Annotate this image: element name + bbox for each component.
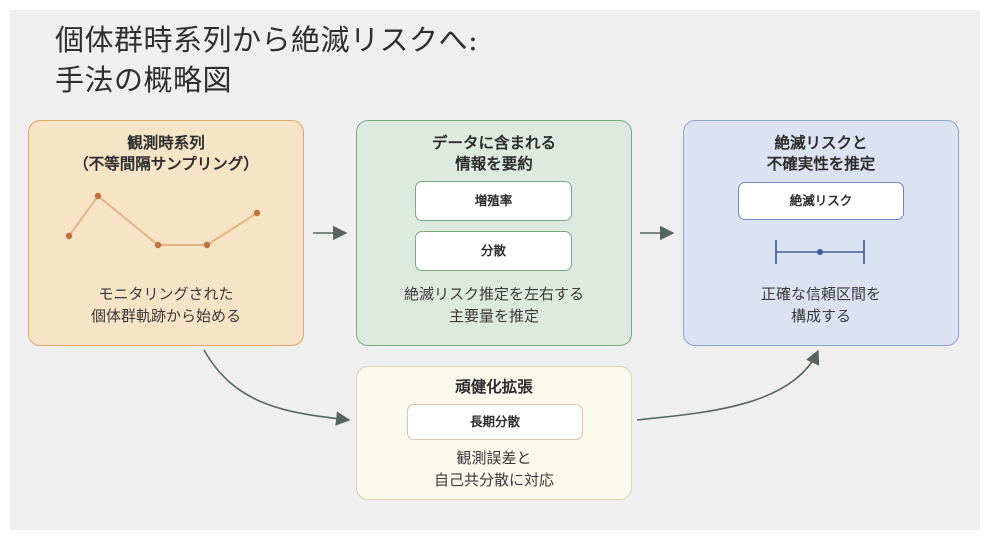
robust-desc-line-2: 自己共分散に対応 <box>433 471 554 489</box>
title-line-2: 手法の概略図 <box>55 63 233 97</box>
observation-desc-line-2: 個体群軌跡から始める <box>90 307 241 325</box>
robust-card-title: 頑健化拡張 <box>455 378 533 396</box>
summary-title-line-1: データに含まれる <box>431 134 556 152</box>
title-line-1: 個体群時系列から絶滅リスクへ: <box>55 23 479 57</box>
confidence-interval-glyph <box>775 240 865 264</box>
extinction-risk-pill: 絶滅リスク <box>738 182 904 220</box>
sparkline-point <box>203 241 211 249</box>
robust-extension-card: 頑健化拡張 長期分散 観測誤差と 自己共分散に対応 <box>356 366 632 500</box>
summary-title-line-2: 情報を要約 <box>455 155 533 173</box>
risk-card-description: 正確な信頼区間を 構成する <box>684 283 958 327</box>
diagram-title: 個体群時系列から絶滅リスクへ: 手法の概略図 <box>55 20 478 100</box>
observation-title-line-1: 観測時系列 <box>127 134 205 152</box>
summary-card-title: データに含まれる 情報を要約 <box>357 133 631 175</box>
risk-card-title: 絶滅リスクと 不確実性を推定 <box>684 133 958 175</box>
summary-desc-line-1: 絶滅リスク推定を左右する <box>403 285 584 303</box>
sparkline-point <box>154 241 162 249</box>
observation-title-line-2: （不等間隔サンプリング） <box>73 155 259 173</box>
arrow-observation-to-robust <box>203 349 351 426</box>
observation-series-card: 観測時系列 （不等間隔サンプリング） モニタリングされた 個体群軌跡から始める <box>28 120 304 346</box>
interval-point-estimate <box>817 249 823 255</box>
information-summary-card: データに含まれる 情報を要約 増殖率 分散 絶滅リスク推定を左右する 主要量を推… <box>356 120 632 346</box>
extinction-risk-card: 絶滅リスクと 不確実性を推定 絶滅リスク 正確な信頼区間を 構成する <box>683 120 959 346</box>
risk-desc-line-1: 正確な信頼区間を <box>760 285 881 303</box>
sparkline-point <box>65 232 73 240</box>
risk-title-line-2: 不確実性を推定 <box>766 155 876 173</box>
summary-card-description: 絶滅リスク推定を左右する 主要量を推定 <box>357 283 631 327</box>
observation-card-description: モニタリングされた 個体群軌跡から始める <box>29 283 303 327</box>
sparkline-point <box>94 192 102 200</box>
sparkline-line <box>68 194 258 246</box>
observation-desc-line-1: モニタリングされた <box>98 285 234 303</box>
variance-pill: 分散 <box>415 231 572 271</box>
growth-rate-pill: 増殖率 <box>415 181 572 221</box>
risk-title-line-1: 絶滅リスクと <box>774 134 868 152</box>
observation-card-title: 観測時系列 （不等間隔サンプリング） <box>29 133 303 175</box>
arrow-robust-to-risk <box>636 349 820 421</box>
robust-card-description: 観測誤差と 自己共分散に対応 <box>357 447 631 491</box>
long-term-variance-pill: 長期分散 <box>407 404 583 440</box>
risk-desc-line-2: 構成する <box>790 307 851 325</box>
sparkline-point <box>253 209 261 217</box>
summary-desc-line-2: 主要量を推定 <box>448 307 539 325</box>
robust-desc-line-1: 観測誤差と <box>456 449 532 467</box>
time-series-sparkline <box>65 192 261 249</box>
